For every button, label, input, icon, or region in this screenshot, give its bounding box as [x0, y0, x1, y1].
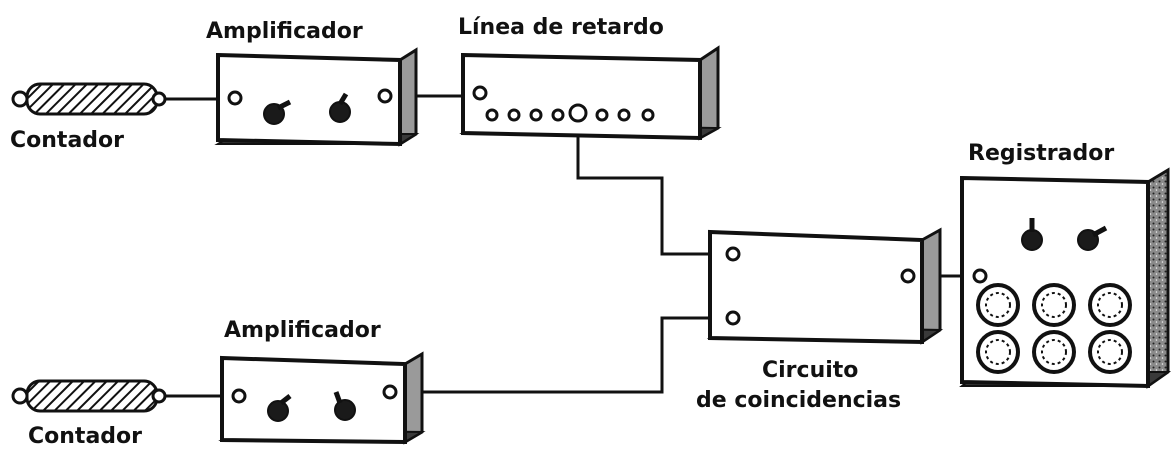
- delay-line-box: [459, 45, 722, 141]
- amplifier-top-knob-left: [263, 99, 292, 125]
- delay-tap-selected: [568, 103, 588, 123]
- recorder-knob-right: [1077, 225, 1108, 251]
- delay-tap-7: [641, 108, 655, 122]
- counter-bottom-label: Contador: [28, 424, 142, 449]
- coincidence-input-a-jack: [725, 246, 741, 262]
- counter-top-label: Contador: [10, 128, 124, 153]
- dial-2: [1032, 283, 1076, 327]
- amplifier-top-knob-right: [329, 92, 351, 123]
- wire-amplifier-bottom-to-coincidence: [390, 316, 735, 394]
- amplifier-bottom-label: Amplificador: [224, 318, 381, 343]
- delay-tap-2: [507, 108, 521, 122]
- delay-line-label: Línea de retardo: [458, 15, 664, 40]
- delay-tap-4: [551, 108, 565, 122]
- counter-top-device: [11, 82, 167, 116]
- amplifier-top-label: Amplificador: [206, 19, 363, 44]
- recorder-dials: [976, 283, 1132, 374]
- amplifier-top-output-jack: [377, 88, 393, 104]
- dial-3: [1088, 283, 1132, 327]
- delay-tap-5: [595, 108, 609, 122]
- dial-6: [1088, 330, 1132, 374]
- delay-tap-6: [617, 108, 631, 122]
- amplifier-bottom-box: [218, 351, 426, 445]
- amplifier-bottom-input-jack: [231, 388, 247, 404]
- coincidence-circuit-box: [706, 227, 944, 345]
- counter-bottom-device: [11, 379, 167, 413]
- coincidence-label-line1: Circuito: [762, 358, 858, 383]
- dial-4: [976, 330, 1020, 374]
- delay-tap-1: [485, 108, 499, 122]
- dial-1: [976, 283, 1020, 327]
- delay-line-input-jack: [472, 85, 488, 101]
- amplifier-bottom-knob-left: [267, 394, 292, 422]
- recorder-label: Registrador: [968, 141, 1114, 166]
- wire-delay-line-to-coincidence: [576, 117, 735, 256]
- coincidence-label-line2: de coincidencias: [696, 388, 901, 413]
- delay-tap-3: [529, 108, 543, 122]
- amplifier-bottom-knob-right: [333, 391, 356, 421]
- dial-5: [1032, 330, 1076, 374]
- coincidence-input-b-jack: [725, 310, 741, 326]
- coincidence-output-jack: [900, 268, 916, 284]
- recorder-knob-left: [1021, 218, 1043, 251]
- amplifier-top-box: [214, 47, 420, 147]
- amplifier-bottom-output-jack: [382, 384, 398, 400]
- amplifier-top-input-jack: [227, 90, 243, 106]
- recorder-box: [959, 167, 1171, 389]
- recorder-input-jack: [972, 268, 988, 284]
